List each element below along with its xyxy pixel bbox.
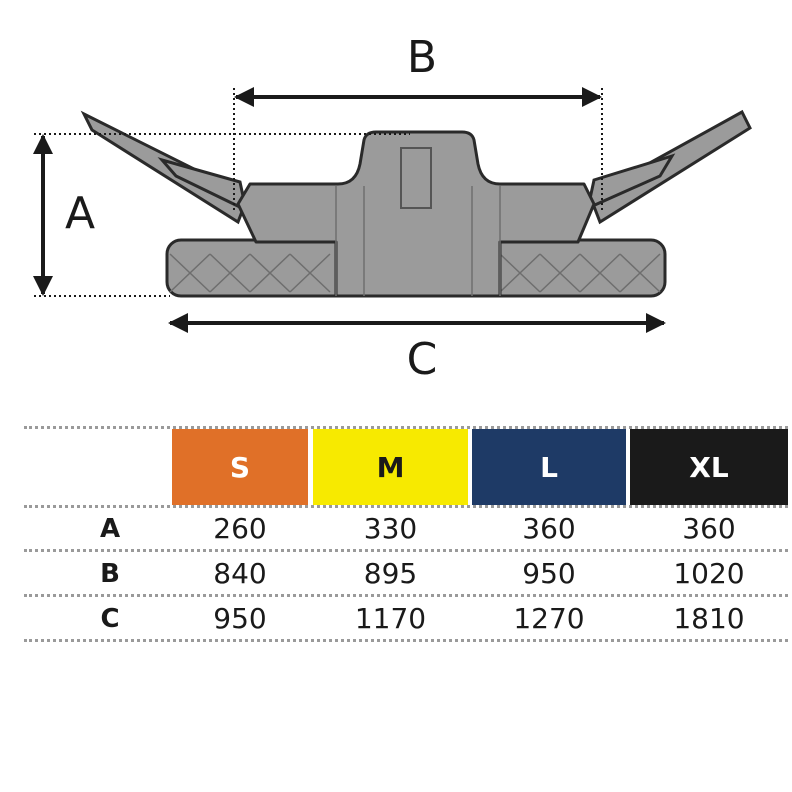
row-divider xyxy=(24,594,788,597)
row-label-a: A xyxy=(99,513,121,544)
row-label-c: C xyxy=(100,603,120,634)
size-l-cell: L xyxy=(472,429,626,505)
table-row-a: A 260 330 360 360 xyxy=(24,506,788,552)
sling-diagram: B A C xyxy=(33,32,752,385)
size-xl-label: XL xyxy=(689,450,729,484)
row-divider xyxy=(24,549,788,552)
value-c-xl: 1810 xyxy=(673,602,745,635)
dimension-a-label: A xyxy=(65,188,95,239)
value-b-xl: 1020 xyxy=(673,557,745,590)
pad-quilting xyxy=(169,253,661,293)
dimension-c-label: C xyxy=(407,334,438,385)
table-row-b: B 840 895 950 1020 xyxy=(24,551,788,597)
label-patch xyxy=(400,147,432,209)
table-row-c: C 950 1170 1270 1810 xyxy=(24,596,788,642)
size-xl-cell: XL xyxy=(630,429,788,505)
value-b-m: 895 xyxy=(363,557,418,590)
value-a-m: 330 xyxy=(363,512,418,545)
right-strap xyxy=(585,109,752,225)
size-m-label: M xyxy=(376,450,405,484)
left-strap xyxy=(80,110,250,225)
size-l-label: L xyxy=(540,450,558,484)
value-a-xl: 360 xyxy=(682,512,736,545)
size-s-cell: S xyxy=(172,429,308,505)
size-table: S M L XL A 260 330 360 360 B 840 895 950… xyxy=(24,426,788,642)
value-c-m: 1170 xyxy=(354,602,427,635)
row-divider xyxy=(24,639,788,642)
dimension-guides xyxy=(34,88,603,297)
body-seams xyxy=(335,186,501,296)
row-divider xyxy=(24,426,788,429)
size-header-row: S M L XL xyxy=(24,426,788,508)
size-m-cell: M xyxy=(313,429,468,505)
row-divider xyxy=(24,505,788,508)
value-b-s: 840 xyxy=(213,557,267,590)
value-c-l: 1270 xyxy=(513,602,585,635)
value-b-l: 950 xyxy=(522,557,576,590)
value-c-s: 950 xyxy=(213,602,267,635)
row-label-b: B xyxy=(100,558,120,589)
sling-body xyxy=(236,130,596,298)
value-a-s: 260 xyxy=(213,512,267,545)
size-s-label: S xyxy=(229,450,251,484)
dimension-b-label: B xyxy=(407,32,437,83)
value-a-l: 360 xyxy=(522,512,576,545)
